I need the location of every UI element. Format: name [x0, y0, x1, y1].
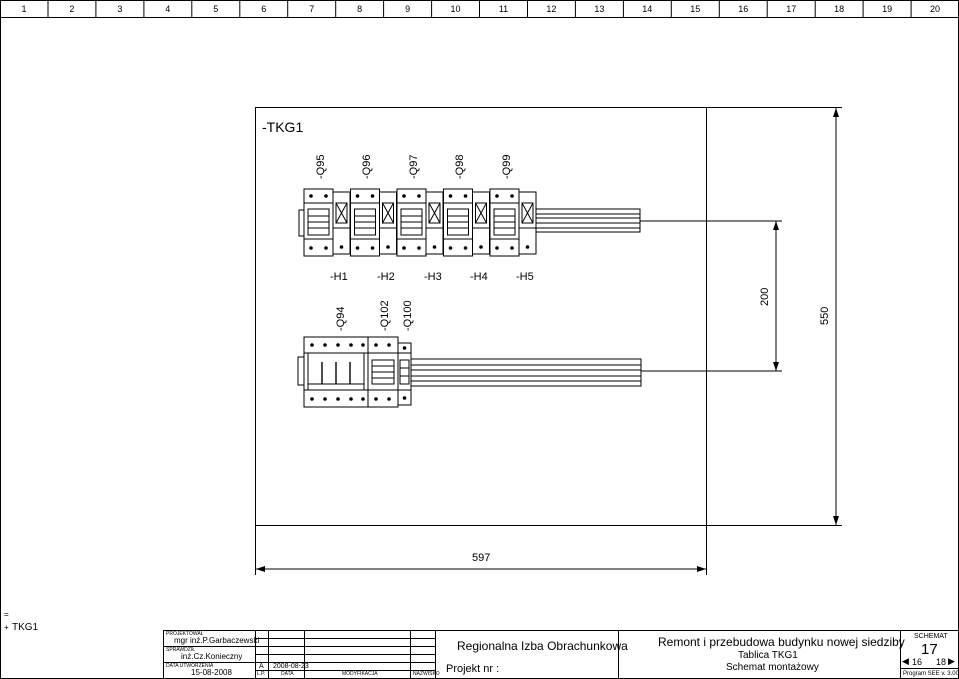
device-label-q100: -Q100	[402, 300, 414, 331]
din-rail-top	[529, 208, 641, 233]
column-number: 10	[450, 4, 460, 14]
lamp-label-h1: -H1	[330, 271, 348, 283]
breaker-label-q96: -Q96	[361, 155, 373, 179]
location-eq: =	[4, 610, 9, 619]
column-number: 16	[738, 4, 748, 14]
revision-letter: A	[259, 663, 264, 670]
creation-date-label: DATA UTWORZENIA	[166, 663, 214, 669]
lamp-label-h5: -H5	[516, 271, 534, 283]
breaker	[396, 188, 427, 257]
top-device-row	[298, 188, 537, 257]
indicator-lamp	[518, 191, 537, 255]
column-number: 11	[499, 4, 508, 14]
schemat-label: SCHEMAT	[914, 633, 948, 640]
column-number: 2	[69, 4, 74, 14]
breaker	[489, 188, 520, 257]
location-name: TKG1	[12, 622, 39, 633]
din-rail-bottom	[408, 358, 642, 387]
column-number: 7	[309, 4, 314, 14]
project-title: Remont i przebudowa budynku nowej siedzi…	[658, 635, 905, 649]
checked-by-label: SPRAWDZIŁ	[166, 647, 195, 653]
enclosure-label: -TKG1	[262, 119, 303, 135]
breaker-lamp-group	[298, 188, 351, 257]
drawing-type: Schemat montażowy	[726, 662, 819, 673]
breaker-label-q97: -Q97	[408, 155, 420, 179]
dimension-label-200: 200	[759, 288, 771, 306]
column-number: 18	[834, 4, 844, 14]
device-q102	[367, 336, 399, 408]
breaker	[443, 188, 473, 257]
breaker	[298, 188, 334, 257]
column-number: 15	[690, 4, 700, 14]
device-q94	[297, 336, 369, 408]
column-number: 3	[117, 4, 122, 14]
dimension-rail-spacing	[640, 220, 782, 372]
lamp-label-h3: -H3	[424, 271, 442, 283]
device-q100	[397, 342, 412, 406]
board-name: Tablica TKG1	[738, 650, 798, 661]
column-number: 5	[213, 4, 218, 14]
revision-date: 2008-08-23	[273, 663, 309, 670]
device-label-q94: -Q94	[335, 307, 347, 331]
prev-sheet-number[interactable]: 16	[912, 657, 923, 667]
dimension-width	[255, 525, 707, 575]
column-number: 19	[882, 4, 892, 14]
designed-by-name: mgr inż.P.Garbaczewski	[174, 636, 260, 645]
indicator-lamp	[379, 191, 397, 255]
device-label-q102: -Q102	[379, 300, 391, 331]
indicator-lamp	[425, 191, 444, 255]
location-plus: +	[4, 623, 9, 632]
dimension-height	[706, 107, 842, 526]
enclosure-outline	[255, 107, 707, 526]
lamp-label-h4: -H4	[470, 271, 488, 283]
client-name: Regionalna Izba Obrachunkowa	[457, 639, 628, 653]
column-number: 1	[21, 4, 26, 14]
creation-date-value: 15-08-2008	[191, 668, 232, 677]
indicator-lamp	[472, 191, 490, 255]
revision-col-name: NAZWISKO	[413, 671, 440, 677]
next-sheet-arrow-icon[interactable]: ▶	[948, 656, 955, 666]
dimension-label-550: 550	[819, 307, 831, 325]
breaker-label-q98: -Q98	[454, 155, 466, 179]
breaker-lamp-group	[443, 188, 490, 257]
breaker	[350, 188, 380, 257]
revision-col-date: DATA	[281, 671, 294, 677]
breaker-lamp-group	[350, 188, 397, 257]
column-number: 9	[405, 4, 410, 14]
revision-col-lp: L.P.	[257, 671, 266, 677]
column-number: 8	[357, 4, 362, 14]
revision-col-modification: MODYFIKACJA	[342, 671, 378, 677]
column-number: 13	[594, 4, 604, 14]
breaker-lamp-group	[396, 188, 444, 257]
lamp-label-h2: -H2	[377, 271, 395, 283]
column-number: 17	[786, 4, 796, 14]
indicator-lamp	[332, 191, 351, 255]
dimension-label-597: 597	[472, 552, 490, 564]
column-number: 4	[165, 4, 170, 14]
sheet-number: 17	[921, 641, 938, 658]
column-number: 12	[546, 4, 556, 14]
prev-sheet-arrow-icon[interactable]: ◀	[902, 656, 909, 666]
next-sheet-number[interactable]: 18	[936, 657, 947, 667]
column-number: 14	[642, 4, 652, 14]
breaker-label-q99: -Q99	[501, 155, 513, 179]
column-number: 6	[261, 4, 266, 14]
title-block-grid	[163, 630, 959, 679]
program-version: Program SEE v. 3.00	[903, 671, 959, 677]
breaker-label-q95: -Q95	[315, 155, 327, 179]
column-number: 20	[930, 4, 940, 14]
designed-by-label: PROJEKTOWAŁ	[166, 631, 204, 637]
checked-by-name: inż.Cz.Konieczny	[181, 652, 243, 661]
project-number-label: Projekt nr :	[446, 663, 500, 675]
breaker-lamp-group	[489, 188, 537, 257]
